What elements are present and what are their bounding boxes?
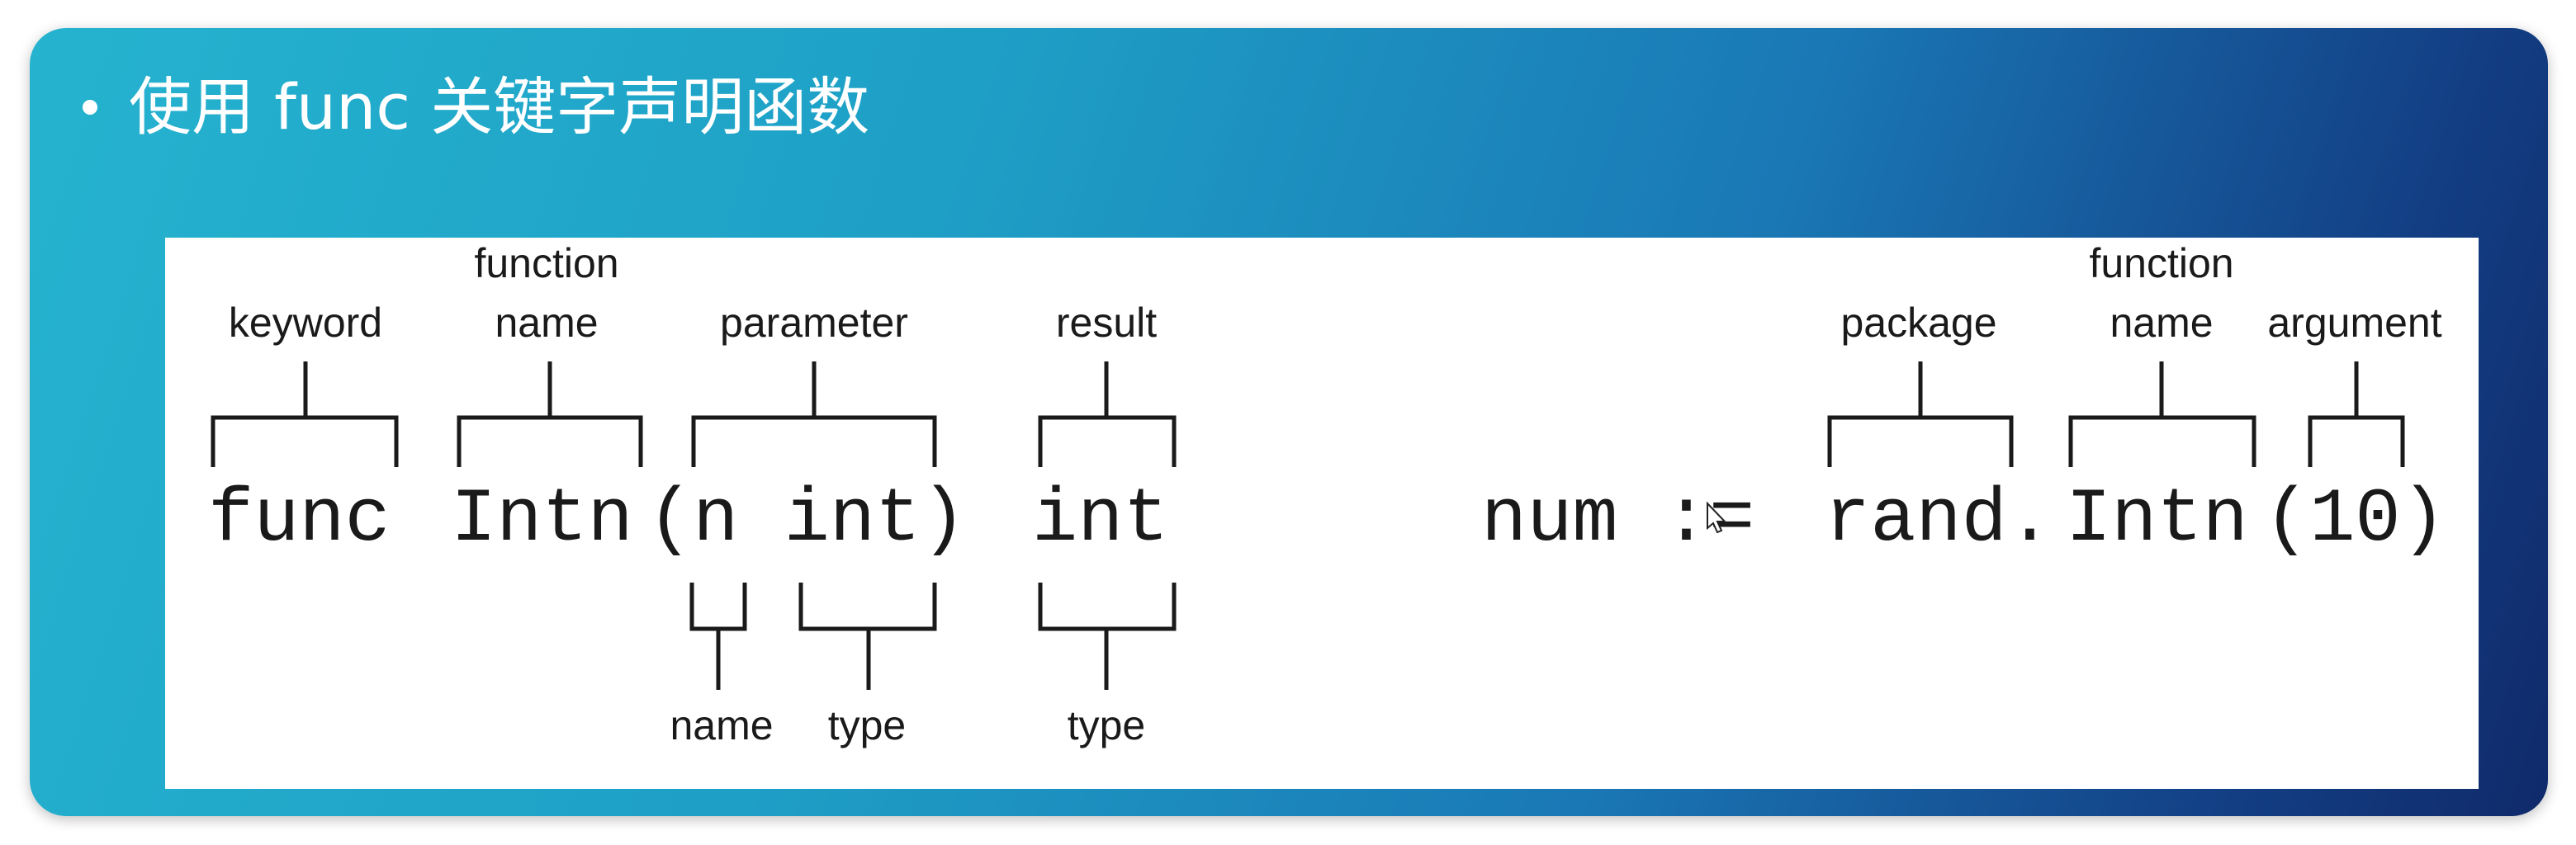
bracket-param-type (798, 583, 937, 690)
bracket-call-function-name (2068, 361, 2256, 467)
mouse-pointer-icon (1707, 501, 1727, 534)
code-func-name: Intn (451, 476, 633, 563)
bullet-text: 使用 func 关键字声明函数 (129, 70, 870, 144)
slide-background: 使用 func 关键字声明函数 keyword function name pa… (30, 28, 2548, 816)
code-func-params: (n int) (647, 476, 966, 563)
bullet-item: 使用 func 关键字声明函数 (83, 58, 869, 157)
code-func-keyword: func (208, 476, 391, 563)
label-parameter: parameter (720, 300, 908, 346)
label-keyword: keyword (229, 300, 382, 346)
bracket-result-type (1038, 583, 1177, 690)
label-argument: argument (2267, 300, 2441, 346)
label-call-function-line2: name (2110, 300, 2213, 346)
bullet-dot-icon (83, 100, 97, 115)
bracket-argument (2308, 361, 2405, 467)
label-result: result (1056, 300, 1157, 346)
bracket-parameter (691, 361, 937, 467)
label-result-type: type (1068, 702, 1146, 748)
label-param-name: name (670, 702, 773, 748)
label-call-function-line1: function (2089, 240, 2233, 286)
label-package: package (1840, 300, 1996, 346)
bracket-keyword (211, 361, 399, 467)
diagram-panel: keyword function name parameter result f… (165, 238, 2479, 789)
function-diagram: keyword function name parameter result f… (208, 240, 2446, 748)
bracket-param-name (689, 583, 747, 690)
bracket-package (1827, 361, 2014, 467)
code-call-argument: (10) (2264, 476, 2446, 563)
code-call-name: Intn (2066, 476, 2248, 563)
bracket-function-name (457, 361, 643, 467)
bracket-result (1038, 361, 1177, 467)
label-param-type: type (828, 702, 907, 748)
label-function-line2: name (495, 300, 598, 346)
label-function-line1: function (474, 240, 618, 286)
code-func-result: int (1032, 476, 1169, 563)
code-call-package: rand. (1825, 476, 2053, 563)
